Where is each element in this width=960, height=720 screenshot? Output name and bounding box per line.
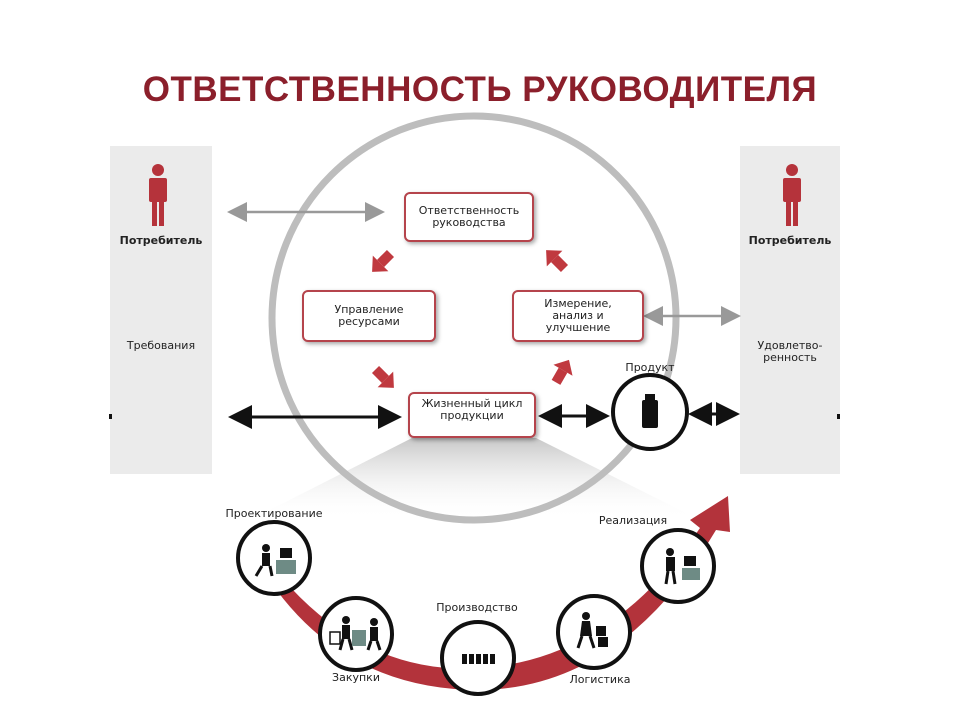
right-consumer-label: Потребитель: [748, 234, 832, 247]
left-consumer-label: Потребитель: [119, 234, 203, 247]
page-title: ОТВЕТСТВЕННОСТЬ РУКОВОДИТЕЛЯ: [142, 70, 818, 109]
management-responsibility-line1: Ответственность: [418, 204, 520, 217]
management-responsibility-line2: руководства: [432, 216, 506, 229]
cycle-arrow-top-right: [546, 250, 569, 273]
logistics-circle: [556, 594, 632, 670]
product-lifecycle-line1: Жизненный цикл: [421, 397, 523, 410]
spotlight-beam: [250, 438, 700, 520]
product-lifecycle-line2: продукции: [440, 409, 504, 422]
purchasing-label: Закупки: [332, 671, 380, 684]
cycle-arrow-top-left: [372, 249, 395, 272]
sales-person-icon: [664, 548, 700, 585]
resource-management-line1: Управление: [334, 303, 404, 316]
consumer-figure-right: [783, 164, 801, 226]
measurement-line1: Измерение,: [544, 297, 612, 310]
purchasing-people-icon: [329, 616, 382, 651]
product-label: Продукт: [625, 361, 675, 374]
logistics-worker-icon: [576, 612, 608, 649]
satisfaction-label: Удовлетво- ренность: [740, 340, 840, 364]
product-lifecycle-box: Жизненный цикл продукции: [408, 392, 536, 438]
resource-management-box: Управление ресурсами: [302, 290, 436, 342]
logistics-label: Логистика: [569, 673, 631, 686]
designer-at-desk-icon: [254, 544, 296, 577]
measurement-line2: анализ и: [552, 309, 604, 322]
sales-label: Реализация: [598, 514, 668, 527]
production-label: Производство: [436, 601, 518, 614]
satisfaction-label-line1: Удовлетво-: [757, 339, 823, 352]
cycle-arrow-bottom-right: [551, 359, 573, 385]
management-responsibility-box: Ответственность руководства: [404, 192, 534, 242]
production-bottles-icon: [462, 654, 495, 664]
bottle-icon: [642, 394, 658, 428]
requirements-label: Требования: [126, 339, 196, 352]
sales-circle: [640, 528, 716, 604]
consumer-figure-left: [149, 164, 167, 226]
satisfaction-label-line2: ренность: [763, 351, 817, 364]
design-label: Проектирование: [225, 507, 323, 520]
cycle-arrow-bottom-left: [371, 365, 394, 388]
resource-management-line2: ресурсами: [338, 315, 400, 328]
measurement-analysis-box: Измерение, анализ и улучшение: [512, 290, 644, 342]
design-circle: [236, 520, 312, 596]
measurement-line3: улучшение: [545, 321, 611, 334]
